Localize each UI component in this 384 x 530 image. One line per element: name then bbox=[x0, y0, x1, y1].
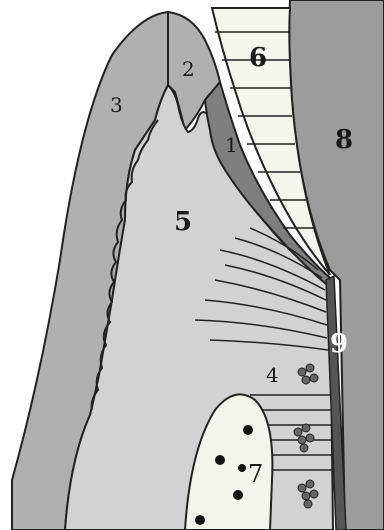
label-1: 1 bbox=[225, 133, 238, 157]
label-6: 6 bbox=[249, 43, 267, 73]
label-4: 4 bbox=[266, 363, 279, 387]
label-8: 8 bbox=[335, 125, 353, 155]
label-5: 5 bbox=[174, 207, 192, 237]
label-3: 3 bbox=[110, 93, 123, 117]
label-7: 7 bbox=[248, 460, 263, 488]
label-9: 9 bbox=[330, 329, 348, 359]
label-2: 2 bbox=[182, 57, 195, 81]
